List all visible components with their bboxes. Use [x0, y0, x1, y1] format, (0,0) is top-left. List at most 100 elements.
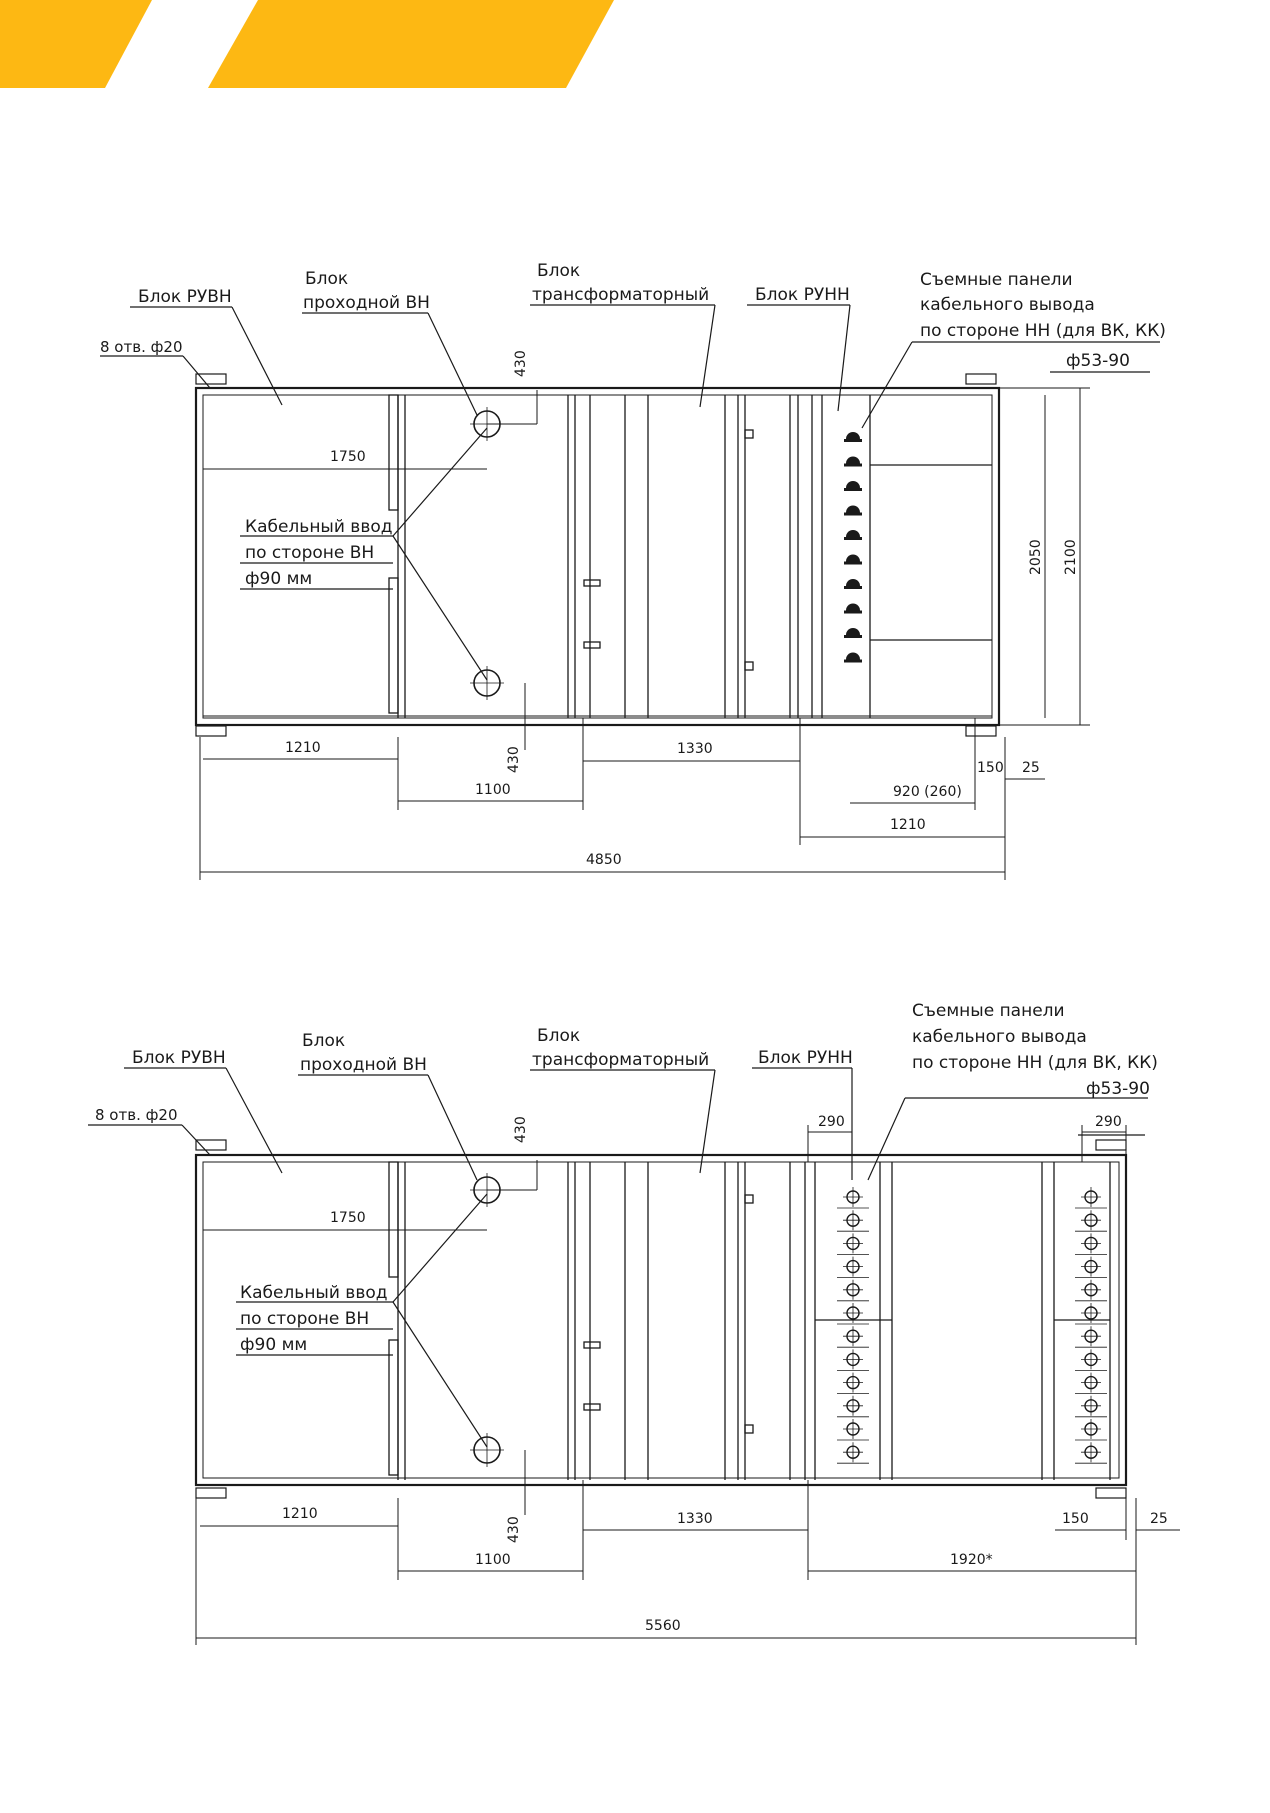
- cable-outlet-icon: [837, 1233, 869, 1255]
- jambs-1: [388, 394, 399, 714]
- label-holes: 8 отв. ф20: [100, 338, 183, 356]
- dim-1100: 1100: [475, 1552, 511, 1568]
- bushing-icon: [844, 628, 862, 638]
- label-prohodnoy-line1: Блок: [305, 269, 348, 289]
- cable-outlet-icon: [837, 1372, 869, 1394]
- dim-150: 150: [977, 760, 1004, 776]
- block-separators-2: [397, 1162, 1111, 1480]
- cable-outlet-icon: [837, 1349, 869, 1371]
- fittings-2: [583, 1194, 754, 1434]
- cable-outlet-icon: [1075, 1279, 1107, 1302]
- dim-2100: 2100: [1063, 539, 1079, 575]
- label-panels-line1: Съемные панели: [920, 270, 1073, 290]
- fittings-1: [583, 429, 754, 671]
- labels-2: Блок РУВН Блок проходной ВН Блок трансфо…: [95, 1001, 1158, 1355]
- cable-outlet-icon: [837, 1303, 869, 1325]
- dim-430-top: 430: [513, 1116, 529, 1143]
- dim-1920: 1920*: [950, 1552, 993, 1568]
- leaders-2: [88, 1067, 1148, 1448]
- dim-25: 25: [1150, 1511, 1168, 1527]
- label-trans-line1: Блок: [537, 261, 580, 281]
- cable-outlet-icon: [837, 1187, 869, 1209]
- cable-outlet-icon: [837, 1256, 869, 1278]
- label-trans-line2: трансформаторный: [532, 285, 709, 305]
- mounting-feet-2: [195, 1139, 1127, 1499]
- header-stripe-right: [208, 0, 614, 88]
- dim-290-left: 290: [818, 1114, 845, 1130]
- label-runn: Блок РУНН: [755, 285, 850, 305]
- dim-1100: 1100: [475, 782, 511, 798]
- cable-outlets-2: [837, 1187, 1107, 1464]
- cable-outlet-icon: [837, 1326, 869, 1348]
- cable-outlet-icon: [1075, 1256, 1107, 1278]
- cable-outlet-icon: [1075, 1442, 1107, 1464]
- label-cable-line3: ф90 мм: [245, 569, 312, 589]
- bushing-icon: [844, 481, 862, 491]
- dim-25: 25: [1022, 760, 1040, 776]
- label-cable-line1: Кабельный ввод: [240, 1283, 388, 1303]
- cable-outlet-icon: [1075, 1419, 1107, 1441]
- label-panels-diameter: ф53-90: [1086, 1079, 1150, 1099]
- label-prohodnoy-line2: проходной ВН: [303, 293, 430, 313]
- cable-outlet-icon: [837, 1442, 869, 1464]
- cable-outlet-icon: [1075, 1187, 1107, 1209]
- dim-5560: 5560: [645, 1618, 681, 1634]
- bushing-icon: [844, 603, 862, 614]
- label-panels-line3: по стороне НН (для ВК, КК): [912, 1053, 1158, 1073]
- frame-1: [194, 386, 1001, 727]
- frame-2: [194, 1153, 1128, 1487]
- bushings-1: [844, 432, 862, 663]
- cable-outlet-icon: [1075, 1395, 1107, 1418]
- cable-entries-1: [470, 407, 504, 700]
- dimension-lines-1: [199, 387, 1090, 880]
- bushing-icon: [844, 652, 862, 663]
- label-rubn: Блок РУВН: [138, 287, 232, 307]
- dim-1210: 1210: [282, 1506, 318, 1522]
- leaders-1: [100, 304, 1160, 681]
- label-prohodnoy-line2: проходной ВН: [300, 1055, 427, 1075]
- label-prohodnoy-line1: Блок: [302, 1031, 345, 1051]
- mounting-feet-1: [195, 373, 997, 737]
- dim-1330: 1330: [677, 1511, 713, 1527]
- label-rubn: Блок РУВН: [132, 1048, 226, 1068]
- cable-outlet-icon: [1075, 1372, 1107, 1394]
- header-decoration: [0, 0, 614, 88]
- bushing-icon: [844, 579, 862, 589]
- bushing-icon: [844, 554, 862, 565]
- drawing-1: Блок РУВН Блок проходной ВН Блок трансфо…: [100, 261, 1166, 880]
- drawing-2: Блок РУВН Блок проходной ВН Блок трансфо…: [88, 1001, 1180, 1645]
- dim-430-top: 430: [513, 350, 529, 377]
- label-runn: Блок РУНН: [758, 1048, 853, 1068]
- label-panels-diameter: ф53-90: [1066, 351, 1130, 371]
- dim-2050: 2050: [1028, 539, 1044, 575]
- cable-outlet-icon: [1075, 1210, 1107, 1232]
- label-trans-line1: Блок: [537, 1026, 580, 1046]
- cable-entries-2: [470, 1173, 504, 1467]
- cable-outlet-icon: [837, 1395, 869, 1418]
- label-panels-line2: кабельного вывода: [920, 295, 1095, 315]
- dim-290-right: 290: [1095, 1114, 1122, 1130]
- label-cable-line2: по стороне ВН: [240, 1309, 369, 1329]
- dim-1210-left: 1210: [285, 740, 321, 756]
- dims-1: 430 1750 2050 2100 1210 430 1330 150 25 …: [285, 350, 1079, 868]
- label-panels-line3: по стороне НН (для ВК, КК): [920, 321, 1166, 341]
- cable-outlet-icon: [837, 1279, 869, 1302]
- label-cable-line1: Кабельный ввод: [245, 517, 393, 537]
- labels-1: Блок РУВН Блок проходной ВН Блок трансфо…: [100, 261, 1166, 589]
- bushing-icon: [844, 505, 862, 516]
- cable-outlet-icon: [837, 1210, 869, 1232]
- cable-outlet-icon: [1075, 1303, 1107, 1325]
- cable-outlet-icon: [1075, 1326, 1107, 1348]
- label-holes: 8 отв. ф20: [95, 1106, 178, 1124]
- dim-430-bottom: 430: [506, 1516, 522, 1543]
- cable-outlet-icon: [837, 1419, 869, 1441]
- dim-4850: 4850: [586, 852, 622, 868]
- dims-2: 290 290 430 1750 1210 430 1330 150 25 11…: [282, 1114, 1168, 1634]
- dim-1750: 1750: [330, 1210, 366, 1226]
- label-trans-line2: трансформаторный: [532, 1050, 709, 1070]
- label-panels-line2: кабельного вывода: [912, 1027, 1087, 1047]
- label-cable-line2: по стороне ВН: [245, 543, 374, 563]
- label-panels-line1: Съемные панели: [912, 1001, 1065, 1021]
- label-cable-line3: ф90 мм: [240, 1335, 307, 1355]
- dim-920: 920 (260): [893, 784, 962, 800]
